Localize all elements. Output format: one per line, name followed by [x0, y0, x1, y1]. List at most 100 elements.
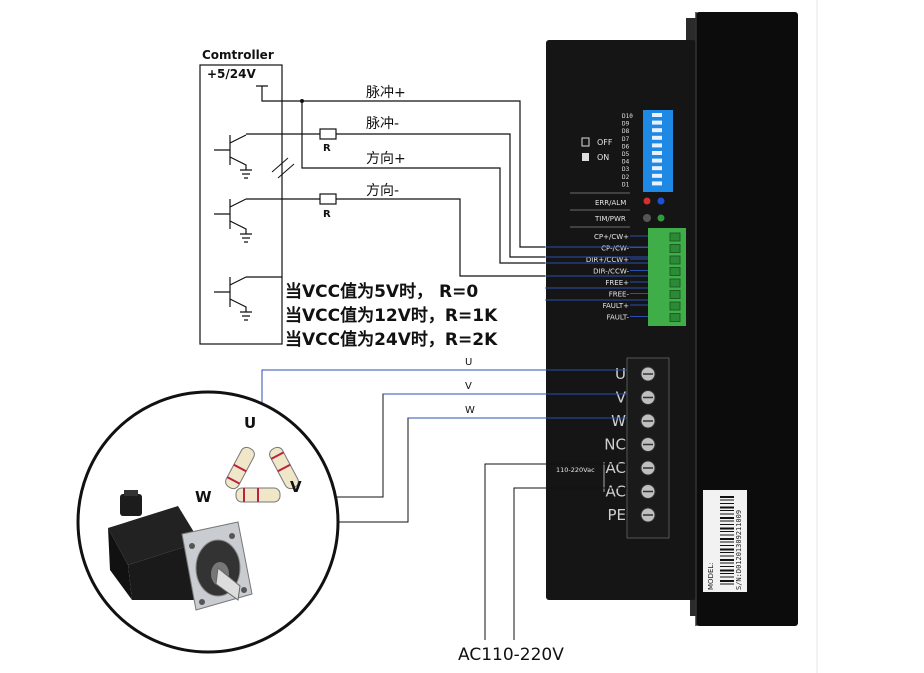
- resistor-2-label: R: [323, 209, 331, 220]
- junction-dot: [300, 99, 304, 103]
- barcode-bar: [720, 531, 734, 532]
- indicator-tim-label: TIM/PWR: [594, 215, 626, 223]
- flange-hole: [189, 543, 195, 549]
- barcode-bar: [720, 552, 734, 553]
- ac-wire-1: [484, 463, 627, 640]
- indicator-err-label: ERR/ALM: [595, 199, 626, 207]
- signal-label-dir-minus: 方向-: [366, 183, 399, 199]
- barcode-bar: [720, 548, 734, 551]
- dip-switch-knob[interactable]: [652, 113, 662, 117]
- transistor-2-icon: [214, 198, 247, 234]
- barcode-bar: [720, 506, 734, 509]
- motor-side-face: [108, 528, 132, 600]
- dip-switch-knob[interactable]: [652, 120, 662, 125]
- ac-range-label: 110-220Vac: [556, 466, 595, 474]
- dip-label: D2: [622, 174, 630, 181]
- signal-terminal-labels: CP+/CW+CP-/CW-DIR+/CCW+DIR-/CCW-FREE+FRE…: [586, 233, 630, 322]
- barcode-bar: [720, 503, 734, 504]
- resistor-1-label: R: [323, 143, 331, 154]
- dir-minus-wire: [282, 198, 545, 277]
- dip-switch-knob[interactable]: [652, 143, 662, 148]
- dip-label: D6: [622, 143, 630, 150]
- phase-u-label: U: [465, 357, 472, 368]
- barcode-bar: [720, 499, 734, 501]
- dip-switch-knob[interactable]: [652, 128, 662, 133]
- vcc-line: [256, 85, 545, 248]
- stepper-motor-icon: [108, 490, 253, 611]
- dip-switch-knob[interactable]: [652, 151, 662, 155]
- model-text: MODEL:: [707, 562, 715, 590]
- power-terminal-label: U: [615, 365, 626, 383]
- power-terminal-label: PE: [607, 506, 626, 524]
- controller-box: [199, 64, 283, 345]
- controller-title: Comtroller: [202, 48, 274, 62]
- motor-top-face: [108, 506, 200, 565]
- signal-label-dir-plus: 方向+: [366, 151, 406, 167]
- dip-switch-knob[interactable]: [652, 166, 662, 171]
- serial-barcode: [720, 496, 734, 585]
- led-grey-icon: [643, 214, 651, 222]
- barcode-bar: [720, 541, 734, 543]
- barcode-bar: [720, 534, 734, 536]
- barcode-bar: [720, 527, 734, 530]
- barcode-bar: [720, 517, 734, 519]
- signal-wires-blue: [545, 246, 648, 301]
- led-red-icon: [643, 197, 651, 205]
- signal-label-pulse-plus: 脉冲+: [366, 85, 406, 101]
- transistor-1-icon: [214, 134, 247, 170]
- terminal-screw-icon: [669, 313, 681, 322]
- controller-voltage: +5/24V: [207, 67, 256, 81]
- motor-detail-circle: [76, 390, 340, 654]
- barcode-bar: [720, 566, 734, 567]
- motor-connector-cap: [124, 490, 138, 496]
- dip-switch-knob[interactable]: [652, 173, 662, 178]
- signal-terminal-block: [648, 228, 686, 326]
- ground-2-icon: [240, 233, 252, 243]
- barcode-bar: [720, 510, 734, 511]
- signal-terminal-label: FAULT+: [603, 302, 630, 310]
- terminal-screw-icon: [669, 278, 681, 288]
- motor-label-u: U: [244, 414, 256, 432]
- power-terminal-label: NC: [604, 436, 626, 454]
- motor-detail: U V W: [76, 390, 340, 654]
- dip-switch-knob[interactable]: [652, 135, 662, 140]
- barcode-bar: [720, 569, 734, 572]
- barcode-bar: [720, 583, 734, 585]
- winding-resistors: [225, 446, 299, 503]
- ground-1-icon: [240, 169, 252, 179]
- dip-label: D9: [622, 121, 630, 128]
- pulse-minus-wire: [282, 133, 545, 258]
- motor-shaft: [215, 567, 241, 601]
- dip-label: D1: [622, 181, 630, 188]
- switch-on-label: ON: [597, 153, 609, 162]
- power-terminal-label: W: [611, 412, 626, 430]
- dip-switch-knob[interactable]: [652, 181, 662, 186]
- signal-terminal-label: CP-/CW-: [601, 245, 629, 253]
- transistor-3-icon: [214, 276, 247, 312]
- barcode-bar: [720, 559, 734, 561]
- signal-terminal-label: CP+/CW+: [594, 233, 629, 241]
- signal-terminal-label: FAULT-: [607, 314, 630, 322]
- barcode-bar: [720, 520, 734, 522]
- signal-terminal-label: FREE-: [609, 291, 630, 299]
- motor-label-w: W: [195, 488, 212, 506]
- motor-label-v: V: [290, 478, 302, 496]
- flange-hole: [229, 533, 235, 539]
- note-5v: 当VCC值为5V时， R=0: [285, 281, 478, 302]
- note-12v: 当VCC值为12V时，R=1K: [285, 305, 498, 326]
- signal-label-pulse-minus: 脉冲-: [366, 116, 399, 132]
- terminal-screw-icon: [669, 255, 681, 265]
- flange-hole: [241, 587, 247, 593]
- motor-connector: [120, 494, 142, 516]
- dip-switch-knobs: [652, 113, 662, 186]
- terminal-screw-icon: [669, 244, 681, 253]
- resistor-1-icon: [319, 128, 337, 140]
- power-input-label: AC110-220V: [458, 645, 564, 665]
- dip-switch-knob[interactable]: [652, 158, 662, 163]
- switch-on-icon: [582, 153, 589, 161]
- power-terminal-label: V: [616, 389, 627, 407]
- barcode-bar: [720, 524, 734, 525]
